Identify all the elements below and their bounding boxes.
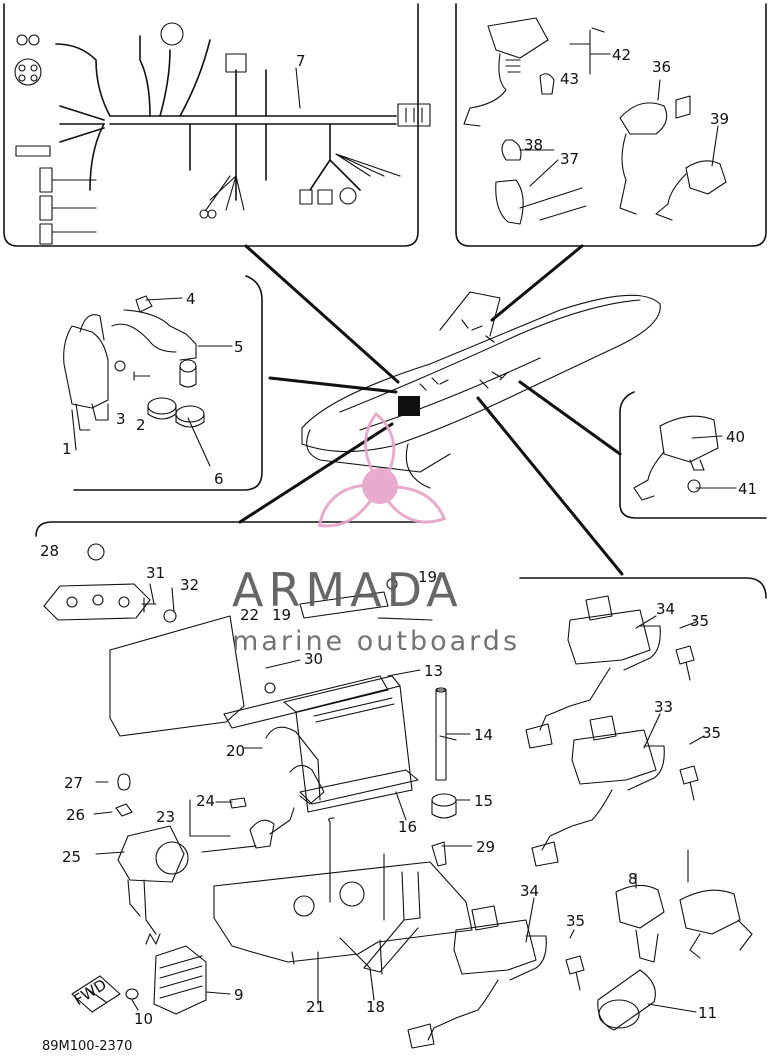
callout-39: 39 [710, 110, 729, 128]
electrical-box [43, 543, 473, 1015]
callout-28: 28 [40, 542, 59, 560]
callout-32: 32 [180, 576, 199, 594]
callout-35-top: 35 [690, 612, 709, 630]
callout-2: 2 [136, 416, 146, 434]
propeller-logo [317, 411, 447, 528]
callouts: 1 2 3 4 5 6 7 8 9 10 11 13 14 15 16 18 1… [40, 46, 757, 1028]
callout-43: 43 [560, 70, 579, 88]
callout-30: 30 [304, 650, 323, 668]
switch-parts [463, 17, 727, 225]
ignition-coil [63, 295, 205, 431]
part-code: 89M100-2370 [42, 1039, 132, 1054]
callout-38: 38 [524, 136, 543, 154]
sensor-parts [407, 595, 753, 1049]
watermark-title: ARMADA [232, 563, 463, 617]
callout-29: 29 [476, 838, 495, 856]
callout-41: 41 [738, 480, 757, 498]
callout-19-left: 19 [272, 606, 291, 624]
callout-1: 1 [62, 440, 72, 458]
callout-4: 4 [186, 290, 196, 308]
callout-37: 37 [560, 150, 579, 168]
callout-25: 25 [62, 848, 81, 866]
callout-34-bottom: 34 [520, 882, 539, 900]
callout-26: 26 [66, 806, 85, 824]
panel-leader-lines [238, 244, 624, 576]
panel-wire-harness [3, 3, 419, 247]
callout-34-top: 34 [656, 600, 675, 618]
watermark: ARMADA marine outboards [232, 411, 520, 657]
callout-35-middle: 35 [702, 724, 721, 742]
callout-36: 36 [652, 58, 671, 76]
callout-22: 22 [240, 606, 259, 624]
callout-7: 7 [296, 52, 306, 70]
relay-part [633, 415, 719, 501]
callout-14: 14 [474, 726, 493, 744]
callout-24: 24 [196, 792, 215, 810]
panel-ignition-coil [73, 275, 263, 491]
callout-35-bottom: 35 [566, 912, 585, 930]
callout-15: 15 [474, 792, 493, 810]
callout-6: 6 [214, 470, 224, 488]
callout-3: 3 [116, 410, 126, 428]
callout-23: 23 [156, 808, 175, 826]
watermark-subtitle: marine outboards [232, 626, 520, 657]
callout-31: 31 [146, 564, 165, 582]
wire-harness [14, 22, 431, 245]
hull-junction-box [398, 396, 420, 416]
callout-19-top: 19 [418, 568, 437, 586]
callout-33: 33 [654, 698, 673, 716]
callout-8: 8 [628, 870, 638, 888]
callout-13: 13 [424, 662, 443, 680]
callout-16: 16 [398, 818, 417, 836]
callout-42: 42 [612, 46, 631, 64]
callout-20: 20 [226, 742, 245, 760]
callout-21: 21 [306, 998, 325, 1016]
callout-9: 9 [234, 986, 244, 1004]
panel-electrical-box [35, 521, 767, 599]
callout-11: 11 [698, 1004, 717, 1022]
callout-40: 40 [726, 428, 745, 446]
callout-18: 18 [366, 998, 385, 1016]
callout-leader-lines [71, 27, 737, 1013]
callout-10: 10 [134, 1010, 153, 1028]
panel-relay [619, 391, 767, 519]
panel-switches [455, 3, 767, 247]
callout-5: 5 [234, 338, 244, 356]
callout-27: 27 [64, 774, 83, 792]
watercraft-hull [301, 291, 661, 489]
